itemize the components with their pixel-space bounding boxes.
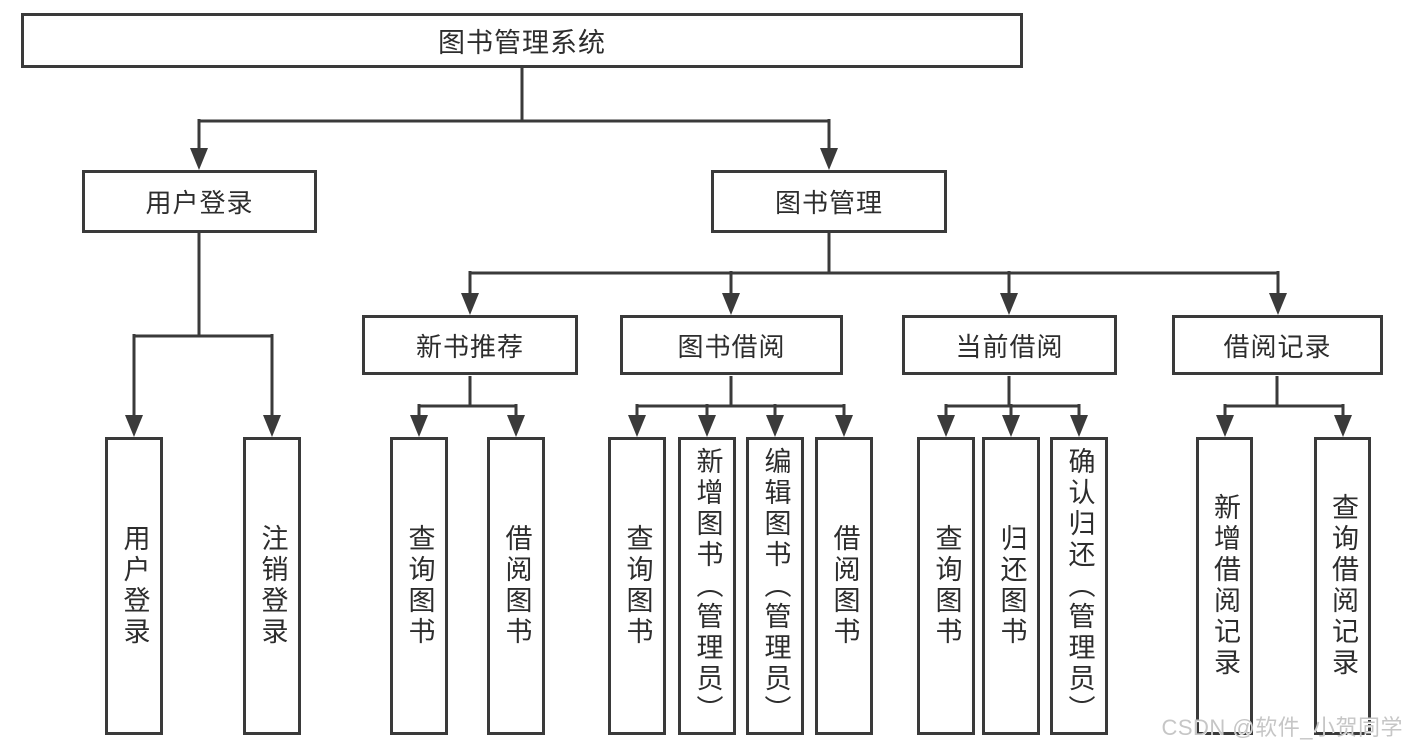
leaf-return-book: 归还图书 xyxy=(982,437,1040,735)
node-user-login: 用户登录 xyxy=(82,170,317,233)
leaf-query-borrow-record: 查询借阅记录 xyxy=(1314,437,1371,735)
leaf-query-books-2: 查询图书 xyxy=(608,437,666,735)
leaf-add-book-admin: 新增图书（管理员） xyxy=(678,437,736,735)
node-library-system: 图书管理系统 xyxy=(21,13,1023,68)
node-book-borrow: 图书借阅 xyxy=(620,315,843,375)
leaf-logout: 注销登录 xyxy=(243,437,301,735)
leaf-query-books: 查询图书 xyxy=(390,437,448,735)
leaf-add-borrow-record: 新增借阅记录 xyxy=(1196,437,1253,735)
leaf-borrow-books: 借阅图书 xyxy=(487,437,545,735)
leaf-edit-book-admin: 编辑图书（管理员） xyxy=(746,437,804,735)
node-book-management: 图书管理 xyxy=(711,170,947,233)
leaf-user-login: 用户登录 xyxy=(105,437,163,735)
connector-paths xyxy=(132,68,1345,430)
node-current-borrow: 当前借阅 xyxy=(902,315,1117,375)
node-new-book-recommend: 新书推荐 xyxy=(362,315,578,375)
leaf-borrow-books-2: 借阅图书 xyxy=(815,437,873,735)
node-borrow-records: 借阅记录 xyxy=(1172,315,1383,375)
csdn-watermark: CSDN @软件_小贺同学 xyxy=(1161,715,1403,740)
leaf-confirm-return-admin: 确认归还（管理员） xyxy=(1050,437,1108,735)
leaf-query-books-3: 查询图书 xyxy=(917,437,975,735)
